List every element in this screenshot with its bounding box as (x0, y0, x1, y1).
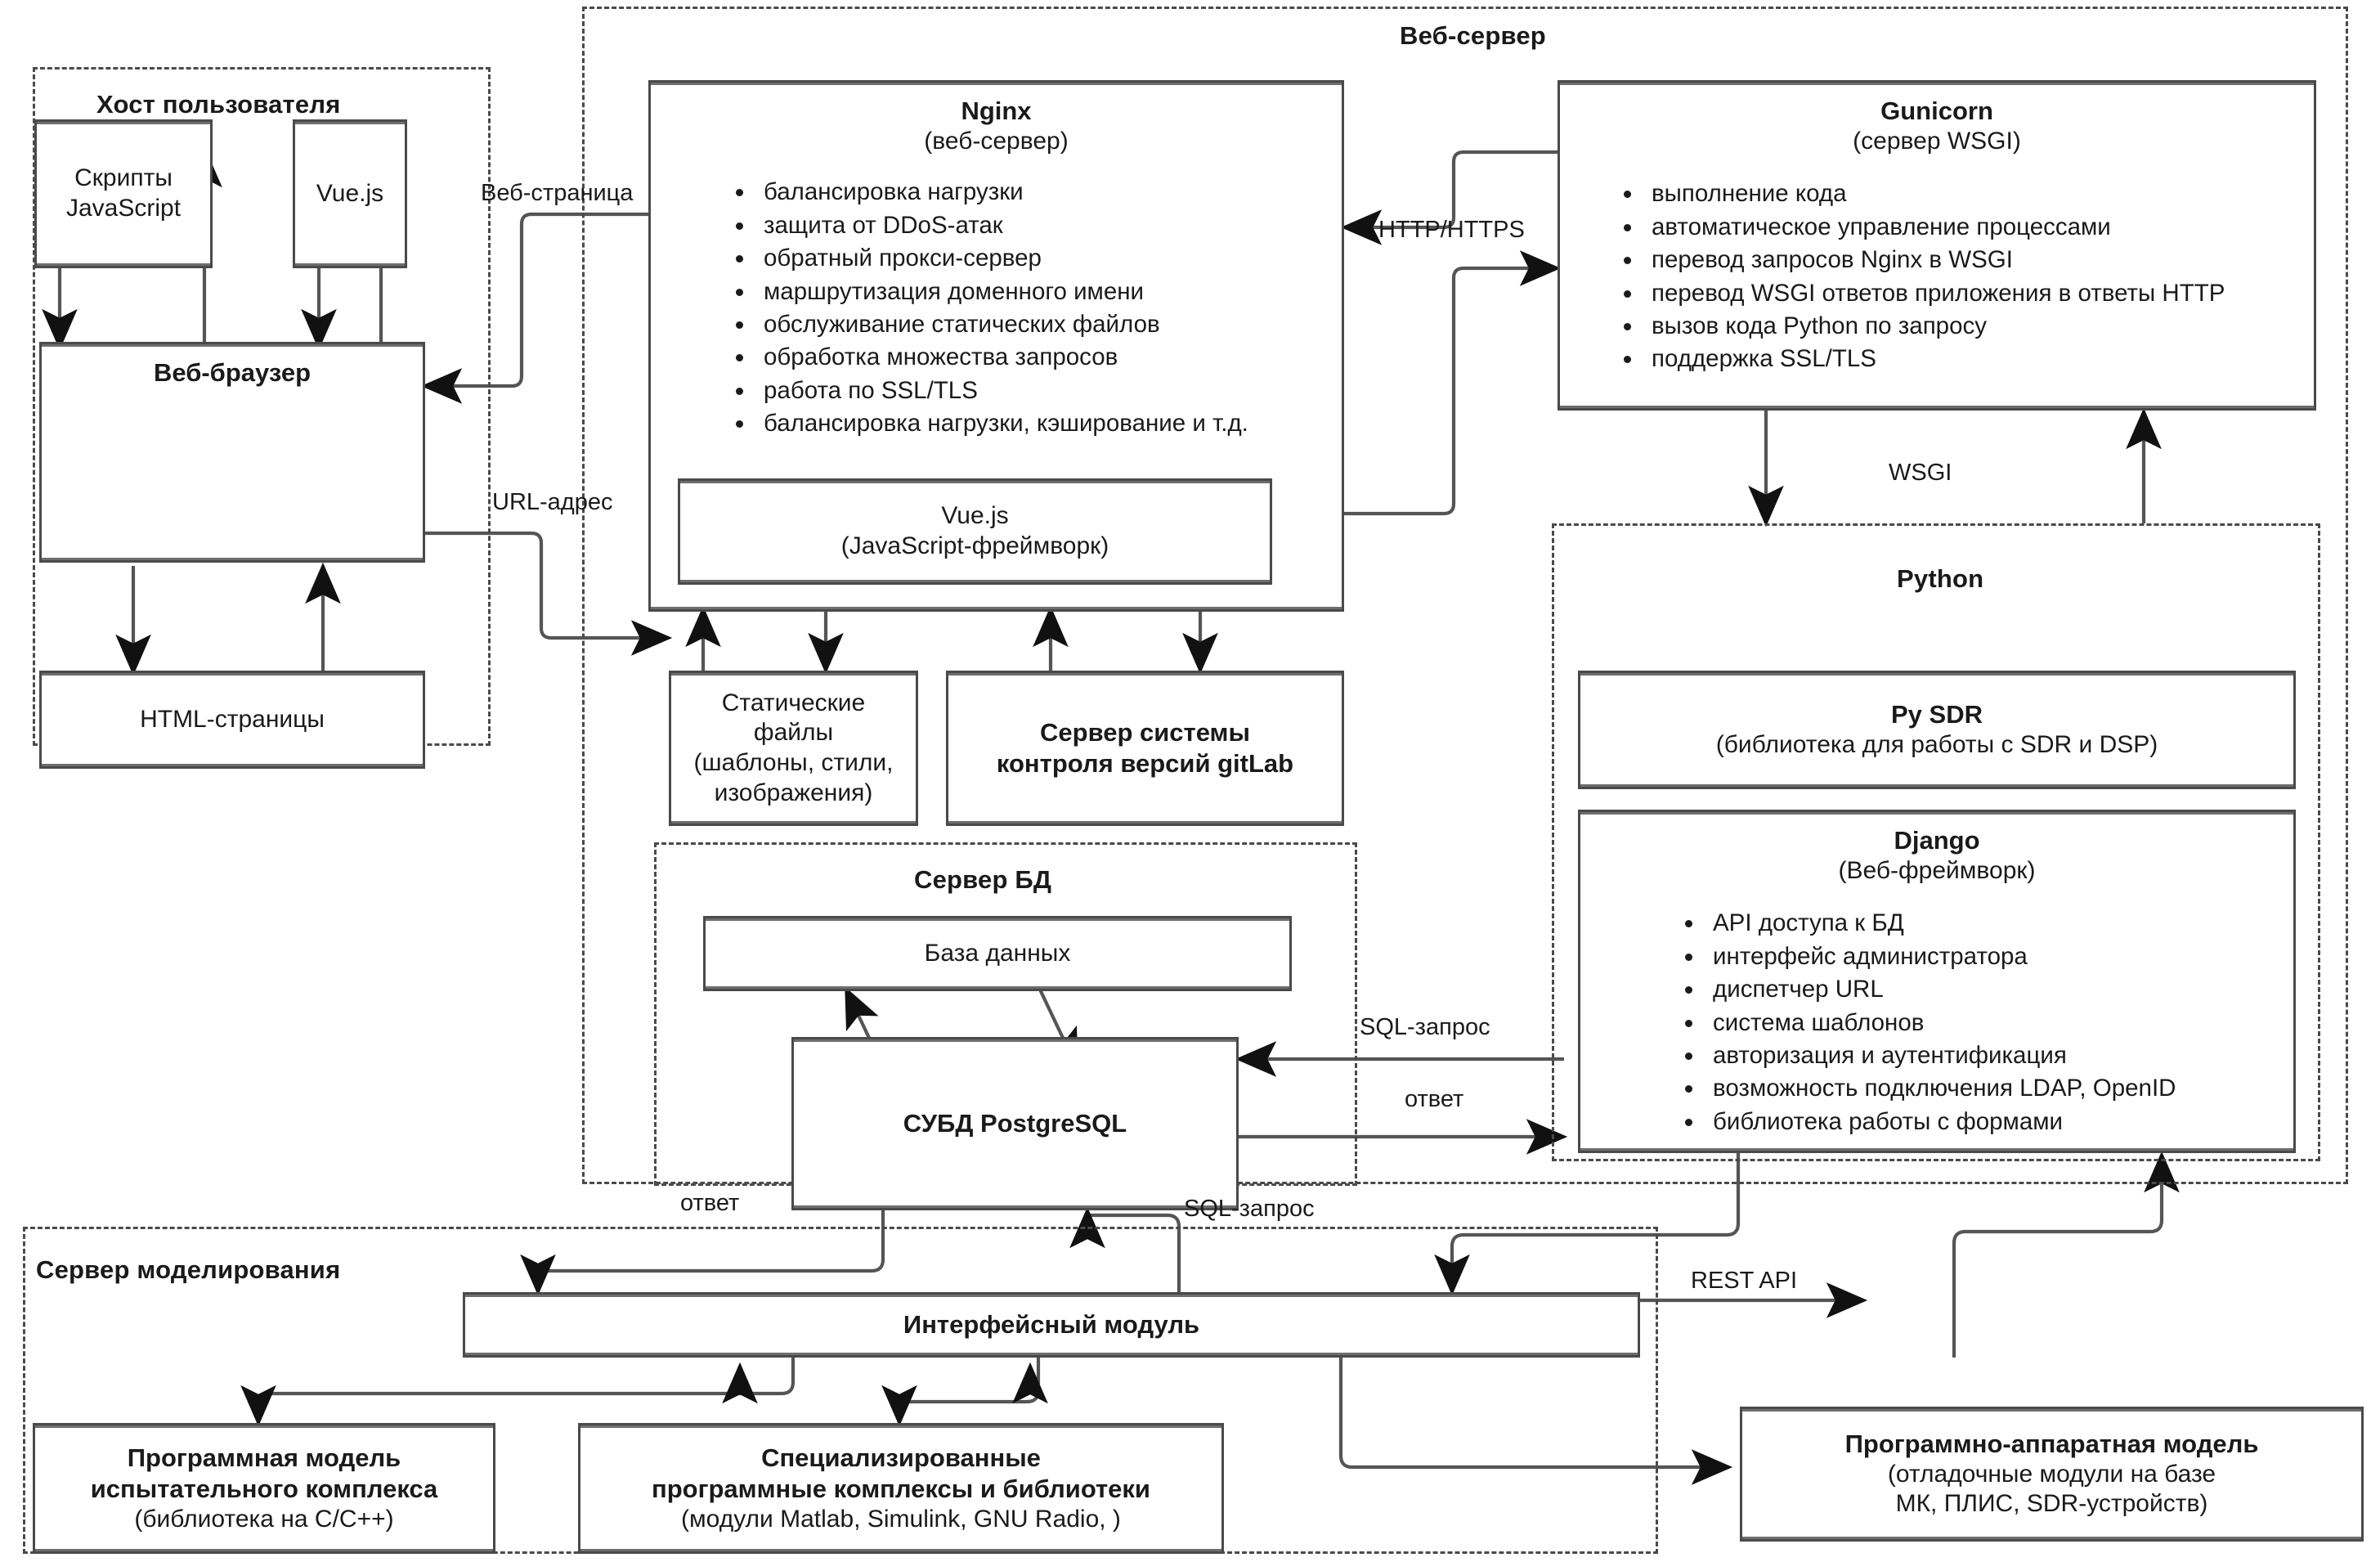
node-static-files-subtitle: (шаблоны, стили, изображения) (693, 749, 894, 806)
node-nginx-subtitle: (веб-сервер) (924, 127, 1069, 155)
node-spec-sw[interactable]: Специализированные программные комплексы… (578, 1423, 1224, 1554)
list-item: балансировка нагрузки, кэширование и т.д… (729, 407, 1248, 440)
edge-label-wsgi: WSGI (1889, 460, 1952, 486)
list-item: обработка множества запросов (729, 341, 1248, 374)
list-item: обслуживание статических файлов (729, 308, 1248, 341)
node-html-pages[interactable]: HTML-страницы (39, 671, 425, 769)
node-nginx-title: Nginx (961, 97, 1032, 125)
node-django-feature-list: API доступа к БД интерфейс администратор… (1580, 907, 2176, 1138)
list-item: вызов кода Python по запросу (1617, 310, 2225, 343)
zone-db-server-title: Сервер БД (914, 865, 1052, 894)
node-html-pages-title: HTML-страницы (140, 705, 325, 733)
node-vue-server-subtitle: (JavaScript-фреймворк) (840, 532, 1109, 559)
list-item: поддержка SSL/TLS (1617, 343, 2225, 375)
node-interface-module[interactable]: Интерфейсный модуль (463, 1292, 1640, 1358)
node-django-subtitle: (Веб-фреймворк) (1838, 856, 2036, 884)
edge-label-url: URL-адрес (492, 489, 613, 515)
zone-web-server-title: Веб-сервер (1400, 21, 1546, 50)
node-spec-sw-title: Специализированные программные комплексы… (651, 1443, 1150, 1503)
list-item: диспетчер URL (1679, 973, 2176, 1006)
node-gitlab[interactable]: Сервер системы контроля версий gitLab (946, 671, 1344, 826)
node-browser-title: Веб-браузер (153, 358, 312, 387)
node-gitlab-title: Сервер системы контроля версий gitLab (996, 718, 1294, 778)
node-gunicorn-title: Gunicorn (1880, 97, 1993, 125)
list-item: возможность подключения LDAP, OpenID (1679, 1072, 2176, 1105)
zone-user-host-title: Хост пользователя (96, 90, 341, 119)
node-postgres-title: СУБД PostgreSQL (903, 1109, 1127, 1138)
node-vue-client[interactable]: Vue.js (293, 119, 407, 268)
node-static-files[interactable]: Статические файлы (шаблоны, стили, изобр… (669, 671, 918, 826)
zone-python-title: Python (1897, 564, 1984, 593)
list-item: авторизация и аутентификация (1679, 1039, 2176, 1072)
list-item: API доступа к БД (1679, 907, 2176, 940)
list-item: библиотека работы с формами (1679, 1106, 2176, 1138)
zone-sim-server-title: Сервер моделирования (36, 1255, 341, 1284)
node-sw-model-subtitle: (библиотека на C/C++) (134, 1505, 394, 1533)
zone-web-server (582, 7, 2348, 1184)
node-gunicorn-feature-list: выполнение кода автоматическое управлени… (1560, 177, 2225, 375)
node-browser[interactable]: Веб-браузер (39, 342, 425, 563)
node-pysdr-title: Py SDR (1891, 700, 1983, 729)
list-item: перевод запросов Nginx в WSGI (1617, 244, 2225, 276)
node-static-files-title: Статические файлы (721, 689, 866, 747)
node-interface-module-title: Интерфейсный модуль (903, 1310, 1200, 1340)
node-gunicorn-subtitle: (сервер WSGI) (1853, 127, 2021, 155)
edge-label-sql-query-bottom: SQL-запрос (1184, 1196, 1315, 1222)
node-hw-model-title: Программно-аппаратная модель (1844, 1430, 2259, 1458)
node-js-scripts[interactable]: Скрипты JavaScript (34, 119, 213, 268)
list-item: автоматическое управление процессами (1617, 211, 2225, 244)
node-sw-model-title: Программная модель испытательного компле… (90, 1443, 438, 1503)
edge-label-answer-bottom: ответ (680, 1190, 740, 1216)
node-spec-sw-subtitle: (модули Matlab, Simulink, GNU Radio, ) (681, 1505, 1121, 1533)
list-item: балансировка нагрузки (729, 176, 1248, 209)
node-django[interactable]: Django (Веб-фреймворк) API доступа к БД … (1578, 810, 2296, 1153)
list-item: защита от DDoS-атак (729, 209, 1248, 242)
node-sw-model[interactable]: Программная модель испытательного компле… (33, 1423, 495, 1554)
node-nginx-feature-list: балансировка нагрузки защита от DDoS-ата… (651, 176, 1248, 440)
node-database-title: База данных (924, 939, 1071, 967)
list-item: маршрутизация доменного имени (729, 276, 1248, 308)
edge-label-answer-right: ответ (1405, 1086, 1464, 1112)
node-vue-server-title: Vue.js (941, 502, 1009, 530)
node-js-scripts-title: Скрипты JavaScript (65, 164, 182, 222)
zone-python (1552, 523, 2320, 1161)
node-pysdr-subtitle: (библиотека для работы с SDR и DSP) (1715, 731, 2158, 759)
node-hw-model-subtitle: (отладочные модули на базе МК, ПЛИС, SDR… (1887, 1460, 2216, 1518)
node-gunicorn[interactable]: Gunicorn (сервер WSGI) выполнение кода а… (1558, 80, 2316, 411)
node-django-title: Django (1894, 826, 1980, 855)
node-vue-server[interactable]: Vue.js (JavaScript-фреймворк) (678, 478, 1272, 585)
edge-label-http-https: HTTP/HTTPS (1378, 217, 1525, 243)
list-item: система шаблонов (1679, 1007, 2176, 1039)
node-postgres[interactable]: СУБД PostgreSQL (791, 1037, 1239, 1210)
list-item: работа по SSL/TLS (729, 375, 1248, 407)
list-item: интерфейс администратора (1679, 940, 2176, 973)
node-hw-model[interactable]: Программно-аппаратная модель (отладочные… (1740, 1407, 2364, 1542)
edge-label-sql-query-right: SQL-запрос (1360, 1014, 1490, 1040)
list-item: обратный прокси-сервер (729, 242, 1248, 275)
node-pysdr[interactable]: Py SDR (библиотека для работы с SDR и DS… (1578, 671, 2296, 789)
node-database[interactable]: База данных (703, 916, 1292, 991)
edge-label-web-page: Веб-страница (481, 180, 634, 206)
node-vue-client-title: Vue.js (316, 179, 384, 207)
edge-label-rest-api: REST API (1691, 1268, 1798, 1294)
list-item: выполнение кода (1617, 177, 2225, 210)
list-item: перевод WSGI ответов приложения в ответы… (1617, 277, 2225, 310)
